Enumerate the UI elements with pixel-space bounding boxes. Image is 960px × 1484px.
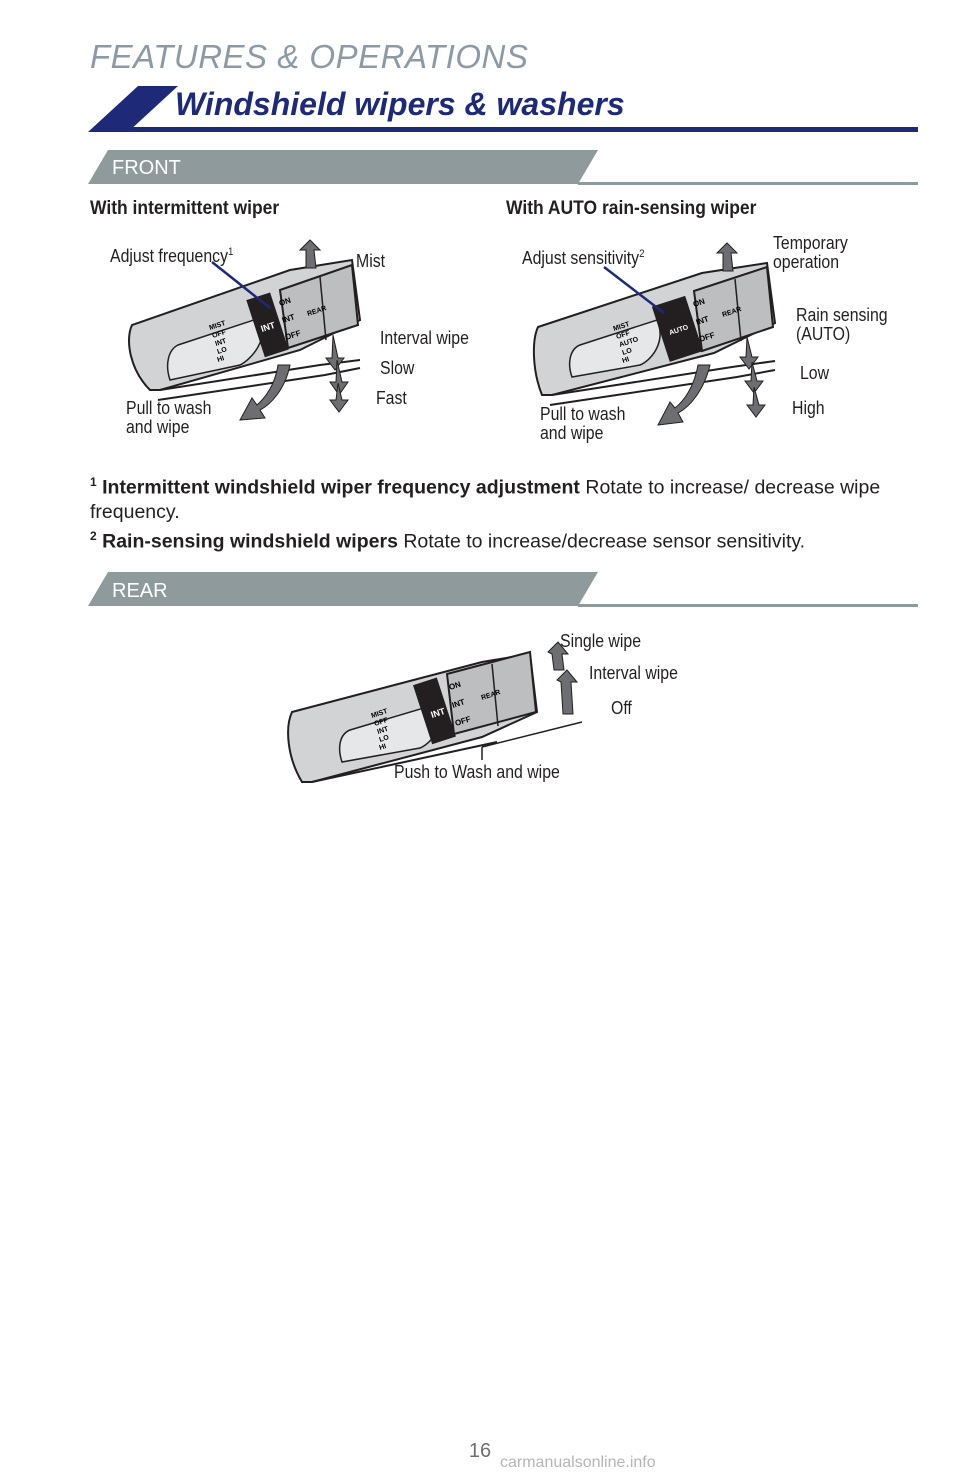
lever-label-off: OFF — [615, 330, 631, 341]
lever-label-lo: LO — [216, 346, 228, 356]
rear-section-bar — [88, 572, 918, 607]
callout-fast: Fast — [376, 388, 407, 408]
lever-label-hi: HI — [378, 743, 387, 752]
lever-label-off: OFF — [373, 717, 389, 728]
page-title: Windshield wipers & washers — [175, 86, 625, 122]
footnote-2: 2 Rain-sensing windshield wipers Rotate … — [90, 528, 806, 553]
callout-low: Low — [800, 363, 830, 383]
lever-label-int: INT — [376, 726, 390, 736]
callout-mist: Mist — [356, 251, 386, 271]
front-section-label: FRONT — [112, 157, 181, 179]
lever-label-ring-int: INT — [430, 706, 447, 720]
callout-rain-sensing: Rain sensing (AUTO) — [796, 305, 888, 344]
callout-temporary-operation: Temporary operation — [773, 233, 848, 272]
lever-label-int2: INT — [451, 697, 466, 710]
title-bar — [88, 86, 918, 132]
callout-slow: Slow — [380, 358, 415, 378]
lever-label-lo: LO — [621, 347, 633, 357]
lever-label-lo: LO — [378, 734, 390, 744]
category-heading: FEATURES & OPERATIONS — [90, 38, 529, 75]
callout-push-to-wash: Push to Wash and wipe — [394, 762, 560, 782]
auto-heading: With AUTO rain-sensing wiper — [506, 198, 757, 219]
callout-pull-to-wash-left: Pull to wash and wipe — [126, 398, 212, 437]
lever-label-ring-int: INT — [260, 320, 277, 334]
intermittent-heading: With intermittent wiper — [90, 198, 280, 219]
callout-pull-to-wash-right: Pull to wash and wipe — [540, 404, 626, 443]
lever-label-on: ON — [448, 680, 462, 692]
lever-label-off: OFF — [211, 329, 227, 340]
footnotes: 1 Intermittent windshield wiper frequenc… — [90, 470, 920, 553]
page-number: 16 — [468, 1440, 492, 1462]
callout-adjust-frequency: Adjust frequency1 — [110, 246, 234, 266]
callout-high: High — [792, 398, 825, 418]
lever-label-hi: HI — [216, 355, 225, 364]
rear-lever-illustration: MIST OFF INT LO HI INT ON INT OFF REAR — [287, 641, 583, 783]
lever-label-int: INT — [214, 338, 228, 348]
intermittent-lever-illustration: MIST OFF INT LO HI INT ON INT OFF REAR — [128, 239, 362, 421]
lever-label-hi: HI — [621, 356, 630, 365]
lever-label-on: ON — [278, 296, 292, 308]
callout-adjust-sensitivity: Adjust sensitivity2 — [522, 248, 645, 268]
lever-label-on: ON — [692, 297, 706, 309]
callout-interval-wipe: Interval wipe — [380, 328, 469, 348]
callout-single-wipe: Single wipe — [560, 631, 642, 651]
watermark: carmanualsonline.info — [500, 1454, 656, 1471]
footnote-1: 1 Intermittent windshield wiper frequenc… — [90, 475, 881, 523]
front-section-bar — [88, 150, 918, 185]
lever-label-int2: INT — [281, 312, 296, 325]
rear-section-label: REAR — [112, 580, 168, 602]
lever-label-int2: INT — [695, 314, 710, 327]
auto-lever-illustration: MIST OFF AUTO LO HI AUTO ON INT OFF REAR — [532, 242, 777, 426]
callout-off: Off — [611, 698, 632, 718]
callout-rear-interval-wipe: Interval wipe — [589, 663, 678, 683]
